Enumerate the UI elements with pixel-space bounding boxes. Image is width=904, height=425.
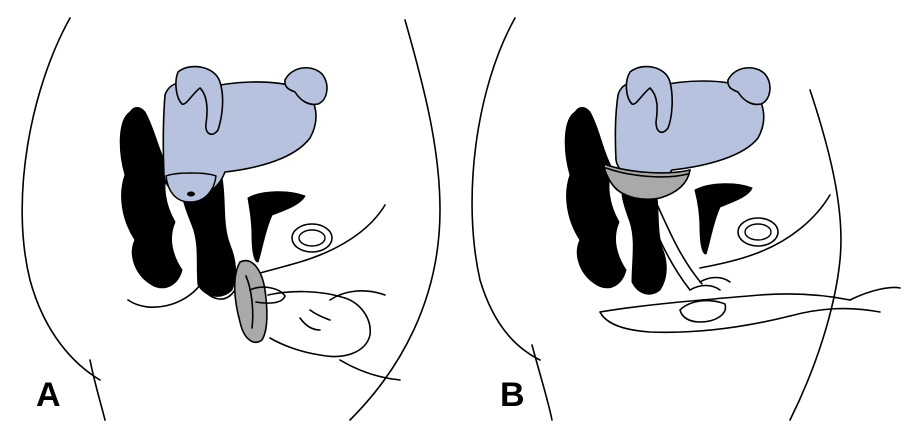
panel-b-thumb bbox=[680, 301, 725, 322]
panel-a-body-outline bbox=[22, 18, 100, 380]
panel-b-hand bbox=[600, 294, 850, 332]
panel-a-hand bbox=[268, 292, 370, 357]
panel-b-label: B bbox=[500, 378, 525, 412]
panel-a-thigh-line bbox=[90, 360, 105, 420]
panel-b-device-ring bbox=[738, 218, 778, 246]
panel-a-cervical-os bbox=[187, 192, 195, 197]
panel-b-abdomen-outline bbox=[790, 90, 841, 420]
panel-b-fingers bbox=[690, 278, 730, 291]
panel-b-body-outline bbox=[472, 18, 540, 360]
panel-a-bladder bbox=[248, 192, 305, 262]
panel-a-finger-lines bbox=[300, 310, 330, 330]
panel-a-wrist bbox=[330, 291, 400, 380]
panel-b-thigh-line bbox=[532, 345, 552, 420]
panel-a-device-ring bbox=[292, 224, 332, 252]
panel-b-bladder bbox=[695, 184, 752, 254]
panel-b-wrist bbox=[790, 288, 900, 317]
panel-a-drawing bbox=[22, 18, 440, 420]
panel-a-abdomen-outline bbox=[350, 20, 440, 420]
panel-b-drawing bbox=[472, 18, 900, 420]
panel-a-label: A bbox=[36, 378, 61, 412]
